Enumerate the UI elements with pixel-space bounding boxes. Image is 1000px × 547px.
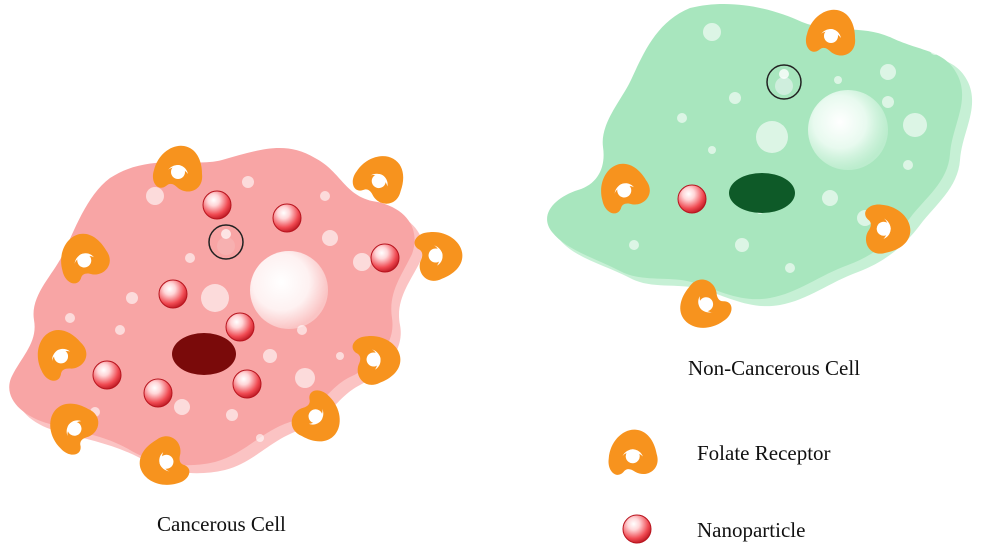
folate-receptor-icon <box>865 204 911 254</box>
nanoparticle-icon <box>92 360 122 390</box>
folate-receptor-icon <box>414 232 463 281</box>
nanoparticle-icon <box>158 279 188 309</box>
non-cancerous-cell-body <box>547 3 963 300</box>
non-cancerous-cell-label: Non-Cancerous Cell <box>688 356 861 380</box>
legend-folate-receptor-icon <box>608 429 658 475</box>
non-cancerous-cell-vacuole <box>808 90 888 170</box>
folate-receptor-icon <box>37 330 87 381</box>
non-cancerous-endosome <box>766 64 802 100</box>
cancerous-cell-label: Cancerous Cell <box>157 512 286 536</box>
folate-receptor-icon <box>61 233 110 284</box>
non-cancerous-cell <box>547 3 973 307</box>
folate-receptor-icon <box>50 403 99 455</box>
legend-nanoparticle-label: Nanoparticle <box>697 518 806 542</box>
cancerous-nucleus <box>172 333 236 375</box>
folate-receptor-icon <box>152 145 203 192</box>
cancerous-endosome <box>208 224 244 260</box>
cancerous-cell-vacuole <box>250 251 328 329</box>
nanoparticle-icon <box>677 184 707 214</box>
folate-receptor-icon <box>601 163 650 214</box>
folate-receptor-icon <box>352 156 404 204</box>
nanoparticles <box>92 184 707 408</box>
folate-receptor-icon <box>291 390 340 442</box>
legend-icons <box>608 429 658 544</box>
non-cancerous-cell-vesicles <box>629 23 940 273</box>
nanoparticle-icon <box>272 203 302 233</box>
legend-nanoparticle-icon <box>622 514 652 544</box>
folate-receptor-icon <box>139 436 190 485</box>
cancerous-cell <box>9 148 424 474</box>
nanoparticle-icon <box>232 369 262 399</box>
nanoparticle-icon <box>202 190 232 220</box>
legend-folate-receptor-label: Folate Receptor <box>697 441 831 465</box>
cancerous-cell-vesicles <box>65 176 371 442</box>
nanoparticle-icon <box>225 312 255 342</box>
folate-receptor-icon <box>680 279 732 328</box>
non-cancerous-nucleus <box>729 173 795 213</box>
nanoparticle-icon <box>143 378 173 408</box>
nanoparticle-icon <box>370 243 400 273</box>
folate-receptor-icon <box>805 9 856 56</box>
folate-receptors <box>37 9 911 485</box>
folate-receptor-icon <box>352 336 401 385</box>
